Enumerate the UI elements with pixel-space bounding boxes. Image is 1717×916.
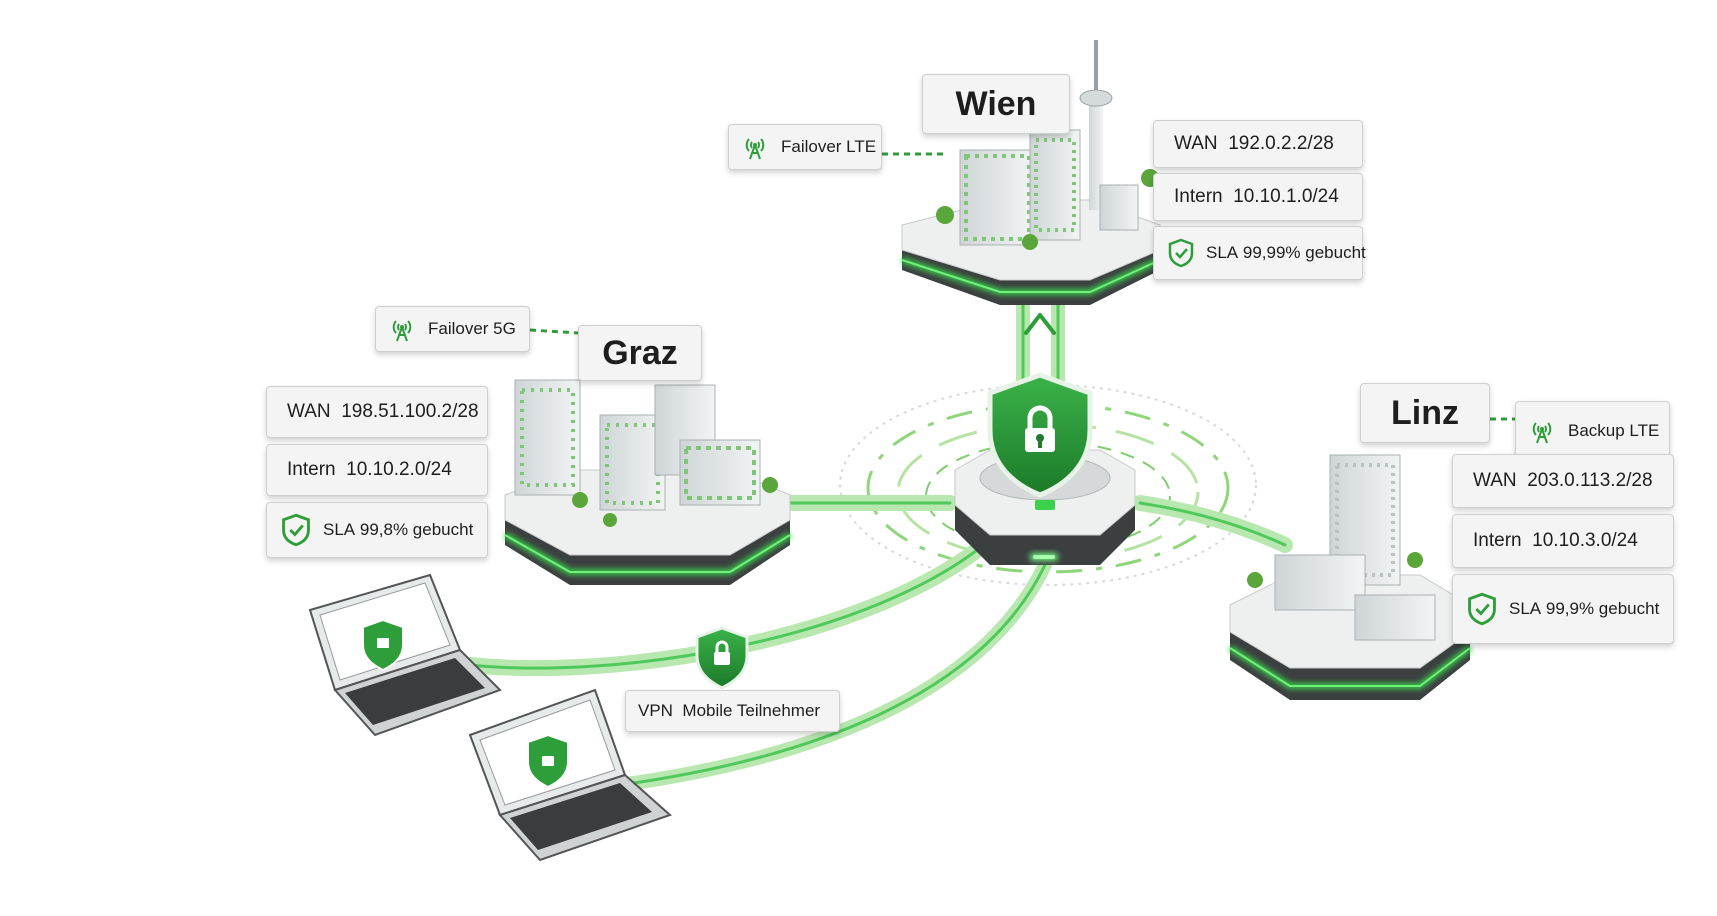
wan-label: WAN xyxy=(1473,470,1517,491)
sla-value: 99,99% gebucht xyxy=(1242,243,1366,262)
shield-lock-icon xyxy=(987,372,1093,498)
shield-check-icon xyxy=(1467,592,1497,626)
wan-value: 192.0.2.2/28 xyxy=(1228,133,1334,154)
laptop-2 xyxy=(468,688,672,862)
intern-card-wien: Intern 10.10.1.0/24 xyxy=(1153,173,1363,221)
sla-card-graz: SLA 99,8% gebucht xyxy=(266,502,488,558)
sla-value: 99,8% gebucht xyxy=(359,520,474,539)
hub-firewall xyxy=(954,372,1136,565)
site-graz-platform xyxy=(503,379,792,585)
failover-label: Failover LTE xyxy=(781,137,877,156)
shield-check-icon xyxy=(281,513,311,547)
failover-label: Failover 5G xyxy=(428,319,516,338)
wan-label: WAN xyxy=(1174,133,1218,154)
sla-card-wien: SLA 99,99% gebucht xyxy=(1153,226,1366,280)
link-linz-hub xyxy=(1132,495,1293,553)
intern-card-graz: Intern 10.10.2.0/24 xyxy=(266,444,488,496)
laptop-1 xyxy=(308,573,502,737)
failover-badge-graz: Failover 5G xyxy=(375,306,530,352)
intern-label: Intern xyxy=(287,459,336,480)
wan-value: 203.0.113.2/28 xyxy=(1527,470,1653,491)
wan-card-linz: WAN 203.0.113.2/28 xyxy=(1452,454,1674,508)
site-linz-platform xyxy=(1228,454,1472,700)
sla-card-linz: SLA 99,9% gebucht xyxy=(1452,574,1674,644)
wan-card-graz: WAN 198.51.100.2/28 xyxy=(266,386,488,438)
intern-value: 10.10.1.0/24 xyxy=(1233,186,1339,207)
site-title-graz: Graz xyxy=(578,325,702,381)
failover-connectors xyxy=(529,152,1515,421)
antenna-icon xyxy=(741,133,769,161)
sla-label: SLA xyxy=(323,520,356,539)
wan-value: 198.51.100.2/28 xyxy=(341,401,479,422)
site-name: Linz xyxy=(1391,393,1459,432)
site-wien-platform xyxy=(901,40,1162,305)
intern-card-linz: Intern 10.10.3.0/24 xyxy=(1452,514,1674,568)
wan-card-wien: WAN 192.0.2.2/28 xyxy=(1153,120,1363,168)
link-laptop2-hub xyxy=(613,558,1052,792)
sla-label: SLA xyxy=(1206,243,1239,262)
site-title-linz: Linz xyxy=(1360,383,1490,443)
shield-check-icon xyxy=(1168,238,1194,268)
vpn-sublabel: Mobile Teilnehmer xyxy=(682,701,821,720)
intern-label: Intern xyxy=(1174,186,1223,207)
sla-value: 99,9% gebucht xyxy=(1545,599,1660,618)
intern-value: 10.10.3.0/24 xyxy=(1532,530,1638,551)
failover-badge-linz: Backup LTE xyxy=(1515,401,1670,461)
failover-label: Backup LTE xyxy=(1568,421,1660,440)
vpn-mobile-label: VPN Mobile Teilnehmer xyxy=(625,690,840,732)
site-name: Graz xyxy=(602,333,678,372)
laptop-icon xyxy=(308,573,502,737)
intern-label: Intern xyxy=(1473,530,1522,551)
site-title-wien: Wien xyxy=(922,74,1070,134)
vpn-label: VPN xyxy=(638,701,673,720)
failover-badge-wien: Failover LTE xyxy=(728,124,882,170)
vpn-shield-icon xyxy=(695,626,749,690)
wan-label: WAN xyxy=(287,401,331,422)
sla-label: SLA xyxy=(1509,599,1542,618)
antenna-icon xyxy=(1528,417,1556,445)
antenna-icon xyxy=(388,315,416,343)
laptop-icon xyxy=(468,688,672,862)
site-name: Wien xyxy=(955,84,1037,123)
intern-value: 10.10.2.0/24 xyxy=(346,459,452,480)
